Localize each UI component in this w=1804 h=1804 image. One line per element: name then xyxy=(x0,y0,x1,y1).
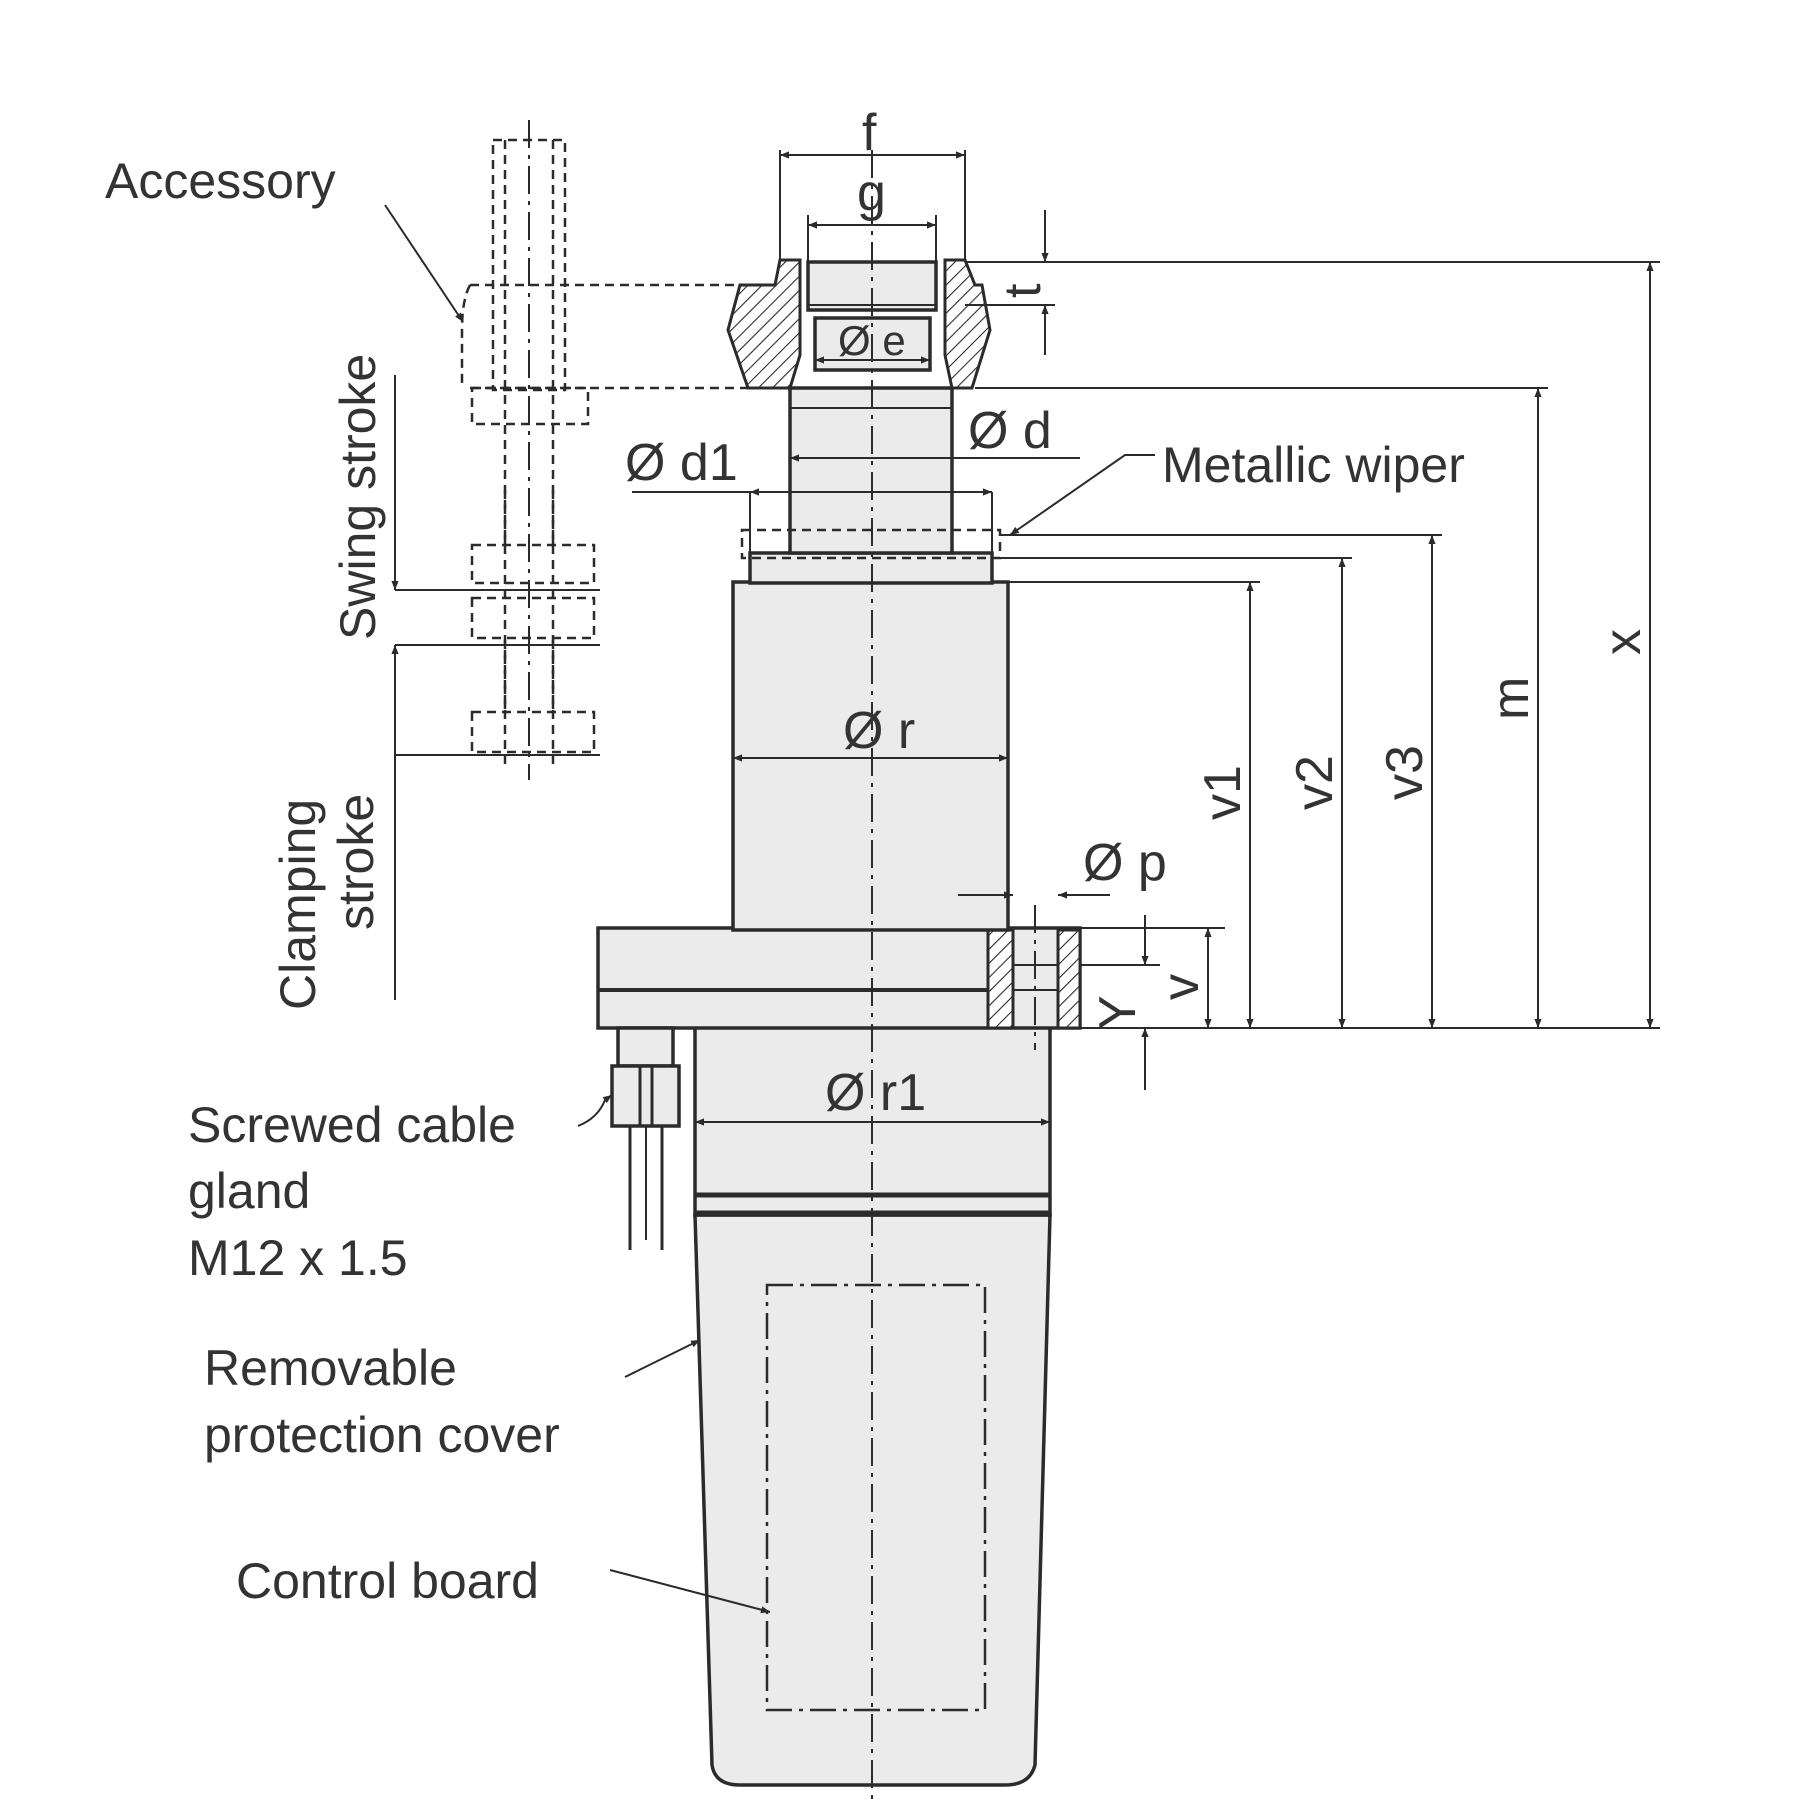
dim-label-f: f xyxy=(862,104,877,162)
label-clamping-2: stroke xyxy=(328,794,384,930)
dim-v3 xyxy=(1000,534,1442,1028)
label-cable-2: gland xyxy=(188,1163,310,1219)
dim-label-e: Ø e xyxy=(838,317,906,364)
label-swing-stroke: Swing stroke xyxy=(330,354,386,640)
dim-label-v: v xyxy=(1152,974,1210,1000)
leader-cable-gland xyxy=(577,1094,613,1127)
label-cover-2: protection cover xyxy=(204,1407,560,1463)
dim-v1 xyxy=(1008,581,1260,1028)
dim-m xyxy=(975,387,1548,1028)
label-cover-1: Removable xyxy=(204,1340,457,1396)
control-board xyxy=(765,1283,987,1712)
dim-label-d1: Ø d1 xyxy=(625,434,738,492)
dim-v2 xyxy=(1000,557,1352,1028)
label-metallic-wiper: Metallic wiper xyxy=(1162,437,1465,493)
dim-label-d: Ø d xyxy=(968,402,1052,460)
dim-label-r1: Ø r1 xyxy=(825,1064,926,1122)
dim-label-r: Ø r xyxy=(843,702,915,760)
leader-protection-cover xyxy=(624,1339,701,1378)
dim-label-x: x xyxy=(1594,629,1652,655)
leader-metallic-wiper xyxy=(1009,454,1155,536)
label-cable-3: M12 x 1.5 xyxy=(188,1230,408,1286)
dim-g xyxy=(807,215,937,262)
label-control-board: Control board xyxy=(236,1553,539,1609)
dim-label-v2: v2 xyxy=(1286,755,1344,810)
accessory-bolt xyxy=(460,120,780,780)
dim-label-v1: v1 xyxy=(1194,765,1252,820)
dim-label-y: Y xyxy=(1089,995,1147,1030)
leader-control-board xyxy=(609,1569,771,1614)
dim-label-p: Ø p xyxy=(1083,834,1167,892)
label-cable-1: Screwed cable xyxy=(188,1097,516,1153)
dim-swing-stroke xyxy=(391,375,600,1000)
label-accessory: Accessory xyxy=(105,153,336,209)
dim-x xyxy=(1055,261,1660,1028)
dim-f xyxy=(779,150,966,262)
flange-screw-hole xyxy=(986,905,1082,1050)
label-clamping-1: Clamping xyxy=(270,799,326,1010)
dim-label-v3: v3 xyxy=(1376,745,1434,800)
dim-label-g: g xyxy=(857,164,886,222)
cable-gland xyxy=(610,1026,681,1250)
dim-d1 xyxy=(632,488,993,553)
dim-t xyxy=(965,210,1055,355)
dim-label-t: t xyxy=(994,283,1052,298)
dim-label-m: m xyxy=(1482,677,1540,720)
leader-accessory xyxy=(384,204,464,323)
